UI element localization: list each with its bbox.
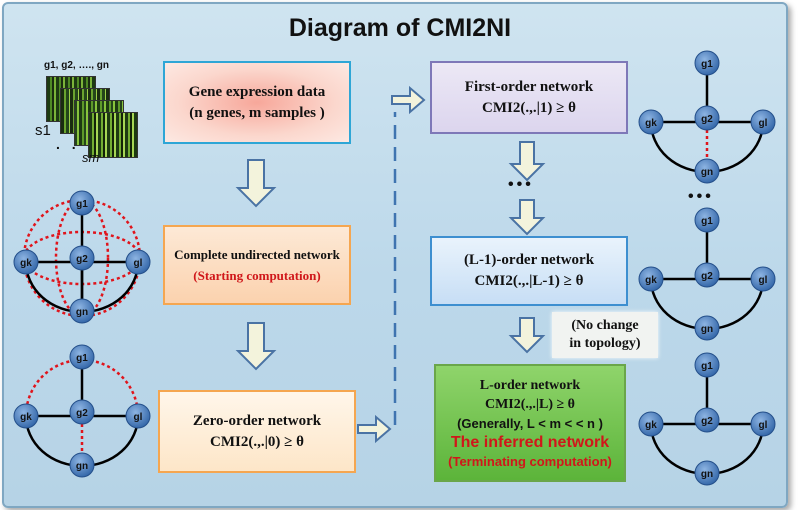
- node-gn-label: gn: [701, 469, 713, 480]
- node-gk-circle: [13, 403, 39, 429]
- node-gl-label: gl: [759, 275, 768, 286]
- node-gk-circle: [638, 411, 664, 437]
- node-gk-label: gk: [645, 275, 657, 286]
- ellipsis-middle: •••: [508, 176, 534, 193]
- l-minus-one-order-box: (L-1)-order network CMI2(.,.|L-1) ≥ θ: [430, 236, 628, 306]
- node-g2-label: g2: [701, 271, 713, 282]
- l-order-box: L-order network CMI2(.,.|L) ≥ θ (General…: [434, 364, 626, 482]
- node-gn-circle: [694, 158, 720, 184]
- node-g1-circle: [69, 190, 95, 216]
- l-box-line3: (Generally, L < m < < n ): [457, 415, 603, 431]
- node-gl-label: gl: [759, 118, 768, 129]
- no-change-note: (No change in topology): [552, 312, 658, 358]
- node-g1-circle: [694, 207, 720, 233]
- zero-order-network-graph: g1 g2 gk gl gn: [13, 344, 151, 478]
- node-gl-label: gl: [134, 412, 143, 423]
- node-g1-label: g1: [701, 216, 713, 227]
- node-g2-circle: [694, 262, 720, 288]
- first-box-line1: First-order network: [464, 78, 594, 95]
- page-title: Diagram of CMI2NI: [288, 14, 512, 42]
- node-g1-circle: [694, 50, 720, 76]
- node-gk-circle: [638, 266, 664, 292]
- complete-box-line2: (Starting computation): [193, 268, 321, 283]
- l-box-line2: CMI2(.,.|L) ≥ θ: [484, 396, 575, 412]
- node-gl-circle: [750, 109, 776, 135]
- node-gn-circle: [694, 460, 720, 486]
- first-order-network-graph: g1 g2 gk gl gn: [638, 50, 776, 184]
- complete-network-graph: g1 g2 gk gl gn: [13, 190, 151, 324]
- lminus-box-line2: CMI2(.,.|L-1) ≥ θ: [474, 273, 584, 289]
- node-g2-circle: [69, 245, 95, 271]
- node-gl-circle: [750, 266, 776, 292]
- l-box-line1: L-order network: [479, 377, 581, 393]
- down-arrow-4: [508, 199, 546, 236]
- l-order-network-graph: g1 g2 gk gl gn: [638, 352, 776, 486]
- right-arrow-bottom: [357, 414, 392, 444]
- node-g1-label: g1: [76, 199, 88, 210]
- node-g1-label: g1: [701, 59, 713, 70]
- complete-box-line1: Complete undirected network: [174, 247, 340, 262]
- node-gl-circle: [125, 403, 151, 429]
- matrix-dots: . .: [56, 136, 80, 152]
- l-box-line4: The inferred network: [450, 433, 610, 451]
- down-arrow-5: [508, 317, 546, 354]
- node-gk-label: gk: [20, 412, 32, 423]
- node-gk-circle: [638, 109, 664, 135]
- node-g2-circle: [694, 105, 720, 131]
- node-gl-label: gl: [759, 420, 768, 431]
- no-change-line1: (No change: [571, 318, 639, 333]
- down-arrow-1: [235, 159, 277, 208]
- node-gl-circle: [750, 411, 776, 437]
- down-arrow-3: [508, 141, 546, 182]
- right-arrow-top: [391, 85, 426, 115]
- first-box-line2: CMI2(.,.|1) ≥ θ: [482, 99, 576, 116]
- node-gk-label: gk: [20, 258, 32, 269]
- node-gn-circle: [69, 298, 95, 324]
- matrix-s1-label: s1: [35, 122, 51, 139]
- node-gn-label: gn: [701, 167, 713, 178]
- node-g1-circle: [69, 344, 95, 370]
- node-gk-label: gk: [645, 118, 657, 129]
- node-gl-label: gl: [134, 258, 143, 269]
- node-gn-circle: [694, 315, 720, 341]
- down-arrow-2: [235, 322, 277, 371]
- lminus-box-line1: (L-1)-order network: [463, 252, 595, 268]
- no-change-line2: in topology): [569, 336, 641, 351]
- node-g2-label: g2: [76, 254, 88, 265]
- zero-order-box: Zero-order network CMI2(.,.|0) ≥ θ: [158, 390, 356, 473]
- gene-box-line2: (n genes, m samples ): [189, 104, 325, 121]
- network-dashed-top-arc: [24, 358, 140, 417]
- ellipsis-right: •••: [688, 188, 714, 205]
- node-g2-circle: [69, 399, 95, 425]
- node-g1-label: g1: [76, 353, 88, 364]
- node-g2-label: g2: [701, 416, 713, 427]
- node-g2-label: g2: [76, 408, 88, 419]
- node-gn-label: gn: [76, 461, 88, 472]
- node-gn-circle: [69, 452, 95, 478]
- node-g1-circle: [694, 352, 720, 378]
- l-minus-one-network-graph: g1 g2 gk gl gn: [638, 207, 776, 341]
- node-gn-label: gn: [701, 324, 713, 335]
- node-g2-label: g2: [701, 114, 713, 125]
- l-box-line5: (Terminating computation): [448, 453, 612, 469]
- gene-expression-box: Gene expression data (n genes, m samples…: [163, 61, 351, 144]
- complete-network-box: Complete undirected network (Starting co…: [163, 225, 351, 305]
- matrix-genes-label: g1, g2, …., gn: [44, 60, 110, 71]
- node-gn-label: gn: [76, 307, 88, 318]
- node-g2-circle: [694, 407, 720, 433]
- zero-box-line1: Zero-order network: [192, 412, 322, 429]
- node-gl-circle: [125, 249, 151, 275]
- first-order-box: First-order network CMI2(.,.|1) ≥ θ: [430, 61, 628, 134]
- matrix-sm-label: sm: [82, 150, 100, 165]
- node-gk-circle: [13, 249, 39, 275]
- node-gk-label: gk: [645, 420, 657, 431]
- node-g1-label: g1: [701, 361, 713, 372]
- gene-box-line1: Gene expression data: [188, 83, 326, 100]
- zero-box-line2: CMI2(.,.|0) ≥ θ: [210, 433, 304, 450]
